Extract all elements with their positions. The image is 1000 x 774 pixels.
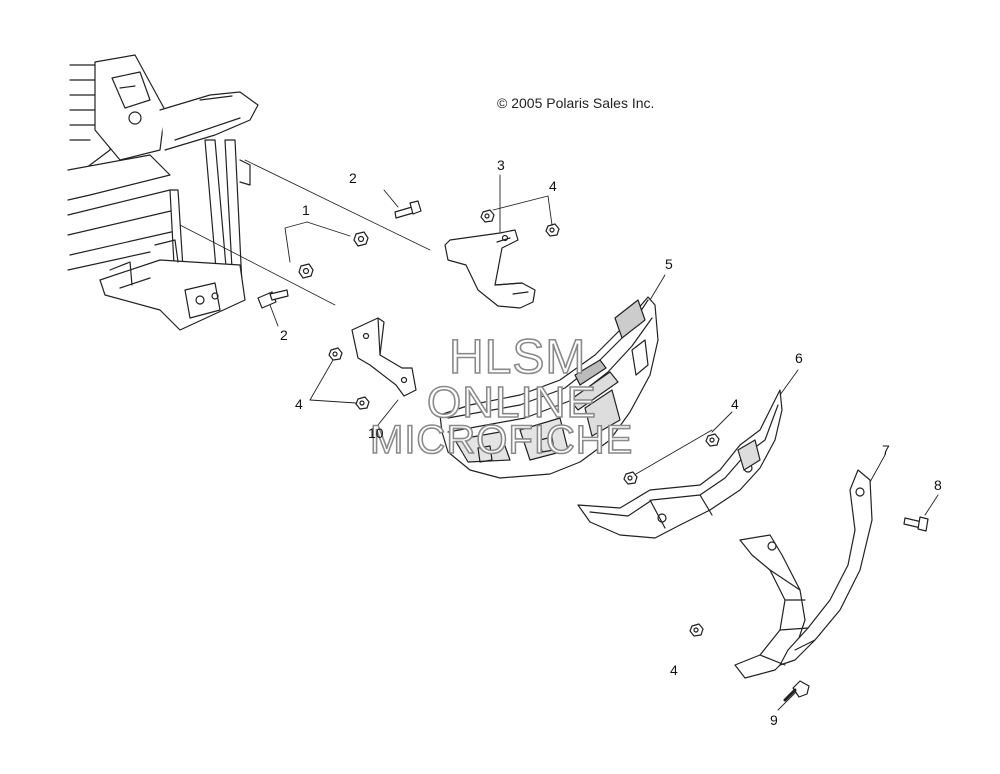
callout-7: 7 xyxy=(882,442,890,458)
callout-2-top: 2 xyxy=(349,170,357,186)
callout-4-top: 4 xyxy=(549,178,557,194)
callout-10: 10 xyxy=(368,425,384,441)
nut-part-4e xyxy=(705,433,720,447)
callout-5: 5 xyxy=(665,256,673,272)
watermark-line-3: MICROFICHE xyxy=(369,417,634,463)
fascia-part-6 xyxy=(577,389,783,539)
vehicle-frame xyxy=(67,54,259,331)
nut-part-4d xyxy=(355,396,370,410)
callout-9: 9 xyxy=(770,712,778,728)
nut-part-4f xyxy=(623,471,638,485)
leader-1 xyxy=(284,221,308,263)
bolt-part-2b xyxy=(257,289,289,309)
callout-3: 3 xyxy=(497,157,505,173)
callout-4-bottom: 4 xyxy=(670,662,678,678)
callout-4-left: 4 xyxy=(295,396,303,412)
callout-2-bottom: 2 xyxy=(280,327,288,343)
skid-plate-part-7 xyxy=(734,469,873,679)
watermark-line-2: ONLINE xyxy=(426,377,597,428)
nut-part-1a xyxy=(353,231,369,247)
bracket-part-3 xyxy=(444,229,536,309)
bolt-part-8 xyxy=(903,516,929,532)
nut-part-4c xyxy=(328,347,343,361)
nut-part-4g xyxy=(689,623,704,637)
front-bumper-part-5 xyxy=(439,296,659,479)
watermark-line-1: HLSM xyxy=(448,330,587,385)
callout-4-middle: 4 xyxy=(731,396,739,412)
nut-part-1b xyxy=(298,263,314,279)
bracket-part-10 xyxy=(351,317,417,397)
bolt-part-9 xyxy=(783,680,810,702)
callout-1: 1 xyxy=(302,202,310,218)
callout-6: 6 xyxy=(795,350,803,366)
bolt-part-2a xyxy=(394,200,422,219)
callout-8: 8 xyxy=(934,477,942,493)
copyright-notice: © 2005 Polaris Sales Inc. xyxy=(497,95,655,111)
nut-part-4b xyxy=(545,223,560,237)
nut-part-4a xyxy=(480,209,495,223)
